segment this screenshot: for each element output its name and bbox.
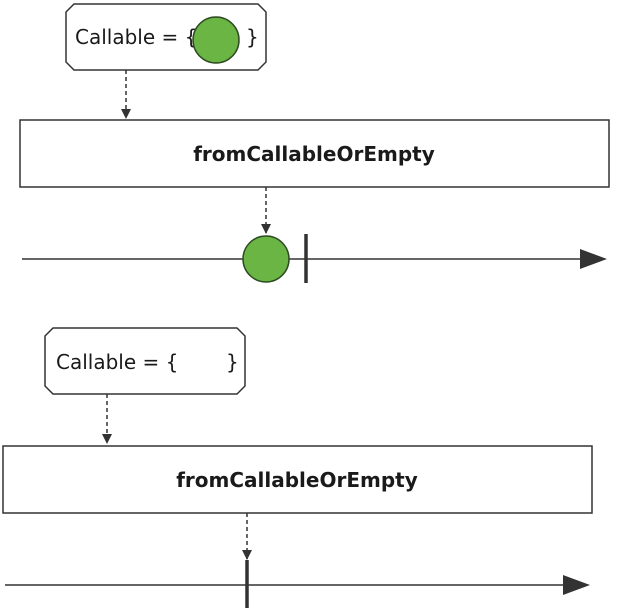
operator-box-bottom: fromCallableOrEmpty [2,445,593,514]
timeline-arrowhead-icon [580,249,607,269]
timeline-arrowhead-icon [563,575,590,595]
operator-box-top: fromCallableOrEmpty [19,119,610,188]
operator-label: fromCallableOrEmpty [193,142,435,166]
emitted-item-marble [242,235,290,283]
callable-box-top: Callable = { } [65,3,267,71]
bottom-case: Callable = { } fromCallableOrEmpty [2,327,593,608]
operator-label: fromCallableOrEmpty [176,468,418,492]
callable-open-text: Callable = { [75,25,197,49]
callable-open-text: Callable = { [56,350,178,374]
callable-box-bottom: Callable = { } [44,327,246,395]
callable-value-marble [192,16,240,64]
callable-close-text: } [226,350,239,374]
callable-close-text: } [246,25,259,49]
top-case: Callable = { } fromCallableOrEmpty [19,3,610,283]
